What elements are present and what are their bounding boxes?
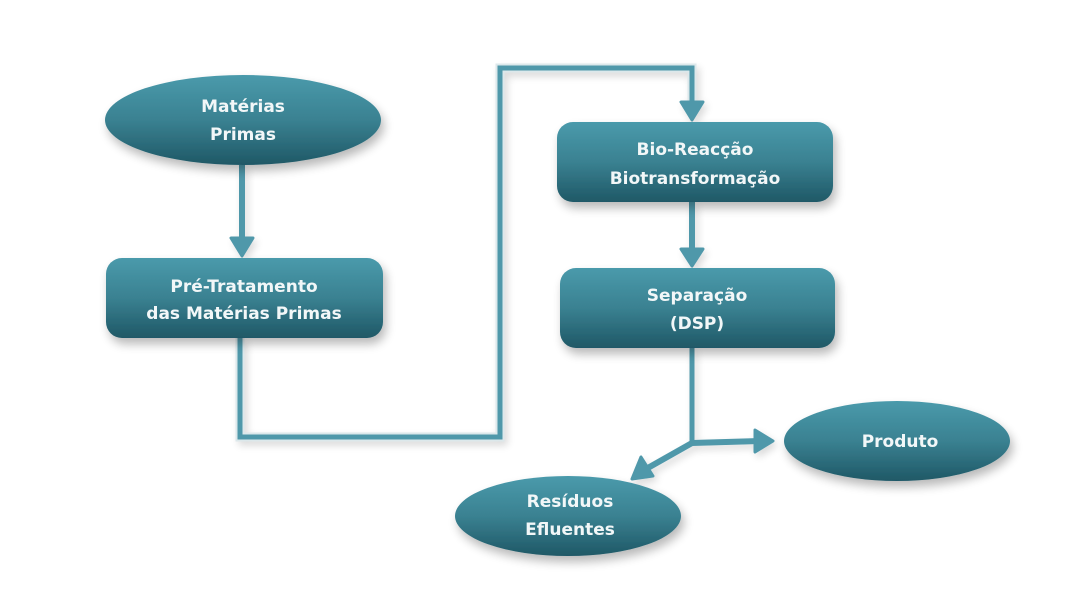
arrowhead-icon bbox=[679, 100, 705, 122]
node-label: Resíduos bbox=[527, 492, 614, 512]
arrowhead-icon bbox=[753, 428, 775, 454]
node-produto: Produto bbox=[784, 401, 1010, 481]
node-label: Pré-Tratamento bbox=[170, 277, 317, 297]
node-pre-tratamento: Pré-Tratamento das Matérias Primas bbox=[106, 258, 383, 338]
node-materias-primas: Matérias Primas bbox=[105, 75, 381, 165]
edge-pretratamento-to-bioreaccao bbox=[235, 63, 705, 442]
edge-separacao-branch bbox=[630, 348, 775, 481]
arrowhead-icon bbox=[630, 455, 655, 481]
node-label: Biotransformação bbox=[610, 169, 781, 189]
edge-bioreaccao-to-separacao bbox=[679, 202, 705, 268]
node-label: (DSP) bbox=[670, 314, 724, 334]
node-label: Efluentes bbox=[525, 520, 615, 540]
node-bio-reaccao: Bio-Reacção Biotransformação bbox=[557, 122, 833, 202]
node-label: Produto bbox=[862, 432, 939, 452]
edge-materias-to-pretratamento bbox=[229, 165, 255, 258]
node-label: Separação bbox=[647, 286, 748, 306]
node-label: das Matérias Primas bbox=[146, 304, 341, 324]
node-label: Matérias bbox=[201, 97, 285, 117]
node-label: Primas bbox=[210, 125, 276, 145]
connectors bbox=[229, 63, 775, 481]
node-separacao: Separação (DSP) bbox=[560, 268, 835, 348]
arrowhead-icon bbox=[679, 247, 705, 268]
arrowhead-icon bbox=[229, 236, 255, 258]
node-label: Bio-Reacção bbox=[637, 140, 754, 160]
node-residuos: Resíduos Efluentes bbox=[455, 476, 681, 556]
